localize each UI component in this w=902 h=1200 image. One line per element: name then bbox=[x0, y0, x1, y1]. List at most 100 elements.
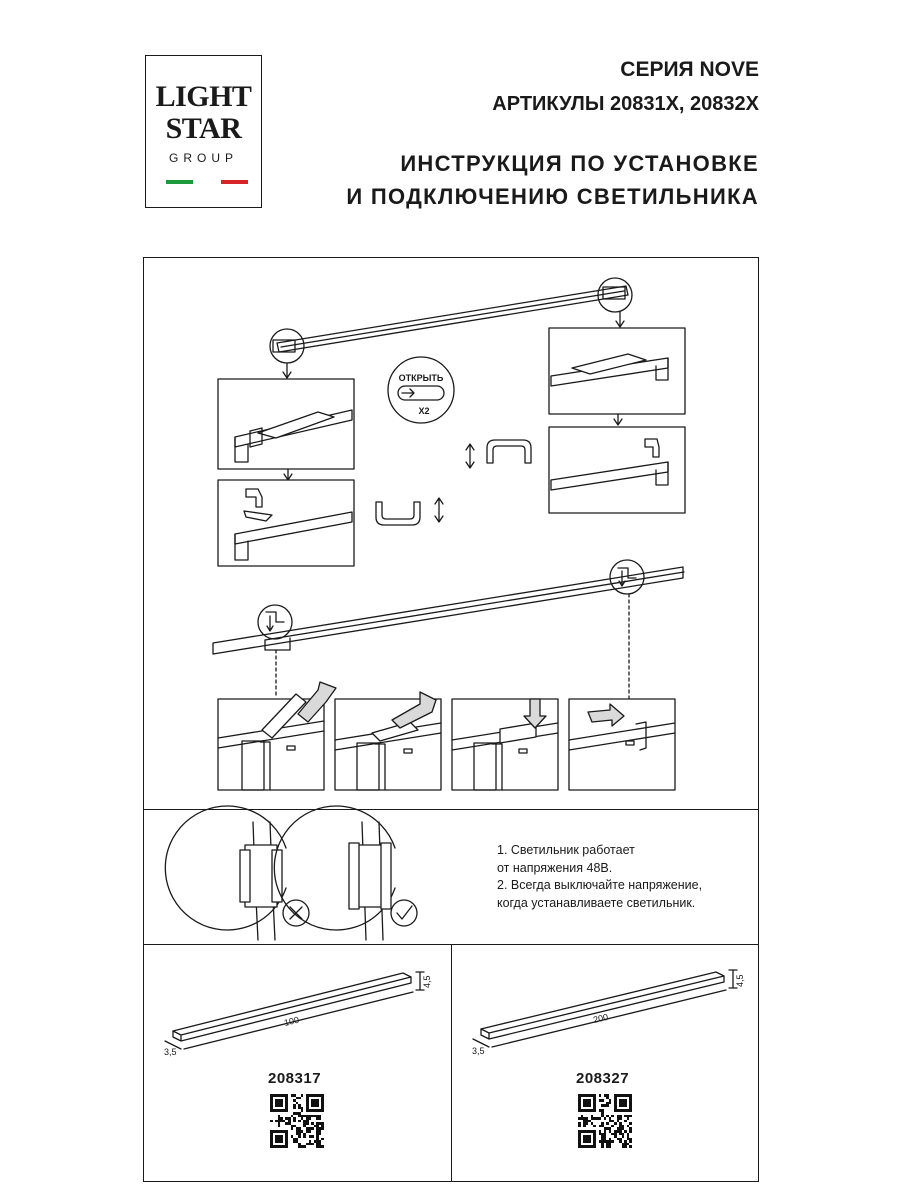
qr-module bbox=[277, 1137, 281, 1141]
qr-module bbox=[308, 1114, 312, 1118]
qr-module bbox=[318, 1132, 322, 1136]
qr-module bbox=[305, 1122, 309, 1125]
qr-module bbox=[621, 1099, 625, 1102]
qr-module bbox=[626, 1109, 630, 1112]
qr-module bbox=[593, 1096, 596, 1100]
qr-module bbox=[275, 1101, 278, 1105]
qr-module bbox=[585, 1109, 589, 1112]
qr-module bbox=[578, 1117, 581, 1120]
qr-module bbox=[285, 1129, 288, 1133]
qr-module bbox=[303, 1122, 306, 1125]
qr-module bbox=[285, 1145, 288, 1148]
qr-module bbox=[270, 1132, 273, 1136]
qr-module bbox=[616, 1094, 620, 1097]
qr-module bbox=[311, 1094, 314, 1097]
qr-module bbox=[313, 1124, 317, 1128]
qr-module bbox=[293, 1094, 296, 1097]
qr-module bbox=[598, 1124, 602, 1128]
instruction-title-line1: ИНСТРУКЦИЯ ПО УСТАНОВКЕ bbox=[400, 151, 759, 176]
arrow-down-icon bbox=[615, 311, 625, 328]
qr-module bbox=[300, 1145, 304, 1148]
qr-module bbox=[303, 1119, 306, 1123]
qr-module bbox=[293, 1111, 296, 1115]
safety-notes: 1. Светильник работает от напряжения 48В… bbox=[497, 842, 702, 912]
qr-module bbox=[316, 1109, 319, 1112]
qr-module bbox=[611, 1140, 614, 1143]
qr-module bbox=[285, 1135, 288, 1138]
qr-module bbox=[277, 1119, 281, 1123]
qr-module bbox=[578, 1094, 581, 1097]
hand-arrow-icon bbox=[297, 681, 337, 723]
step-box-4 bbox=[568, 698, 676, 791]
qr-module bbox=[590, 1109, 594, 1112]
qr-module bbox=[270, 1106, 273, 1110]
qr-module bbox=[608, 1117, 612, 1120]
qr-module bbox=[270, 1096, 273, 1100]
qr-module bbox=[313, 1101, 317, 1105]
qr-module bbox=[313, 1109, 317, 1112]
qr-module bbox=[275, 1094, 278, 1097]
dim-width-208317: 3,5 bbox=[164, 1047, 177, 1057]
qr-module bbox=[277, 1109, 281, 1112]
qr-module bbox=[305, 1096, 309, 1100]
qr-module bbox=[593, 1129, 596, 1133]
qr-module bbox=[303, 1132, 306, 1136]
qr-module bbox=[578, 1101, 581, 1105]
qr-module bbox=[290, 1094, 294, 1097]
qr-module bbox=[305, 1106, 309, 1110]
qr-module bbox=[311, 1101, 314, 1105]
qr-module bbox=[282, 1145, 286, 1148]
qr-module bbox=[593, 1145, 596, 1148]
qr-module bbox=[624, 1101, 627, 1105]
dim-height-208327: 4,5 bbox=[735, 974, 745, 987]
qr-module bbox=[578, 1109, 581, 1112]
qr-module bbox=[585, 1104, 589, 1107]
qr-module bbox=[601, 1099, 604, 1102]
qr-module bbox=[606, 1127, 609, 1130]
qr-module bbox=[585, 1137, 589, 1141]
flag-green bbox=[166, 180, 194, 184]
qr-module bbox=[275, 1119, 278, 1123]
qr-module bbox=[590, 1129, 594, 1133]
dimension-drawing-208317 bbox=[164, 971, 425, 1050]
series-title: СЕРИЯ NOVE bbox=[620, 58, 759, 81]
qr-module bbox=[583, 1099, 586, 1102]
qr-module bbox=[619, 1122, 622, 1125]
qr-module bbox=[626, 1124, 630, 1128]
qr-module bbox=[619, 1140, 622, 1143]
qr-module bbox=[313, 1140, 317, 1143]
qr-module bbox=[593, 1142, 596, 1146]
qr-module bbox=[316, 1145, 319, 1148]
qr-module bbox=[298, 1111, 301, 1115]
qr-module bbox=[619, 1114, 622, 1118]
qr-module bbox=[598, 1109, 602, 1112]
qr-module bbox=[590, 1145, 594, 1148]
qr-module bbox=[603, 1132, 607, 1136]
qr-module bbox=[578, 1099, 581, 1102]
qr-module bbox=[588, 1109, 591, 1112]
qr-module bbox=[603, 1104, 607, 1107]
qr-module bbox=[585, 1122, 589, 1125]
qr-module bbox=[619, 1104, 622, 1107]
qr-module bbox=[603, 1140, 607, 1143]
qr-module bbox=[318, 1094, 322, 1097]
qr-module bbox=[321, 1104, 324, 1107]
qr-module bbox=[316, 1142, 319, 1146]
qr-module bbox=[629, 1101, 632, 1105]
qr-module bbox=[270, 1145, 273, 1148]
qr-module bbox=[316, 1135, 319, 1138]
qr-module bbox=[285, 1094, 288, 1097]
qr-module bbox=[613, 1132, 617, 1136]
section-divider-1 bbox=[143, 809, 759, 810]
qr-module bbox=[313, 1099, 317, 1102]
qr-module bbox=[280, 1137, 283, 1141]
mounting-correct bbox=[273, 805, 418, 941]
sku-208317: 208317 bbox=[268, 1070, 322, 1087]
qr-module bbox=[621, 1135, 625, 1138]
qr-module bbox=[321, 1106, 324, 1110]
qr-module bbox=[601, 1140, 604, 1143]
qr-module bbox=[626, 1094, 630, 1097]
qr-module bbox=[318, 1117, 322, 1120]
qr-module bbox=[619, 1127, 622, 1130]
qr-module bbox=[593, 1099, 596, 1102]
